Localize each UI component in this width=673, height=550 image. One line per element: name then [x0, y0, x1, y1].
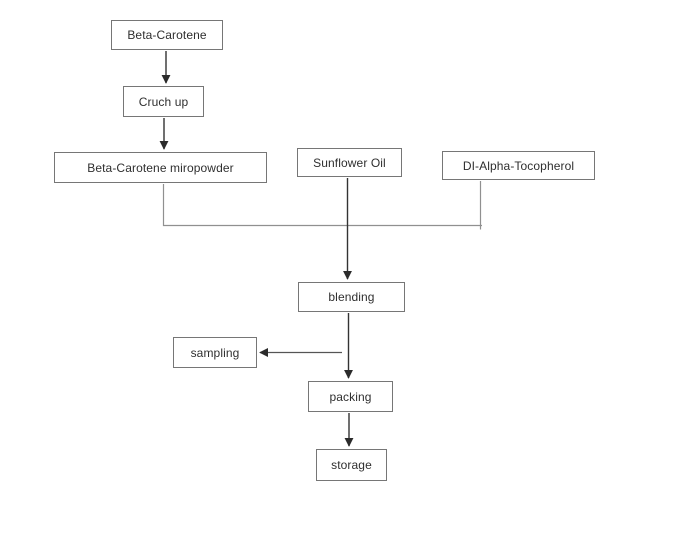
node-sunflower-oil: Sunflower Oil [297, 148, 402, 177]
node-storage: storage [316, 449, 387, 481]
node-di-alpha-tocopherol: DI-Alpha-Tocopherol [442, 151, 595, 180]
node-blending: blending [298, 282, 405, 312]
node-sampling: sampling [173, 337, 257, 368]
node-beta-carotene-miropowder: Beta-Carotene miropowder [54, 152, 267, 183]
node-beta-carotene: Beta-Carotene [111, 20, 223, 50]
edge-miropowder-to-junction [162, 184, 482, 227]
node-packing: packing [308, 381, 393, 412]
node-cruch-up: Cruch up [123, 86, 204, 117]
